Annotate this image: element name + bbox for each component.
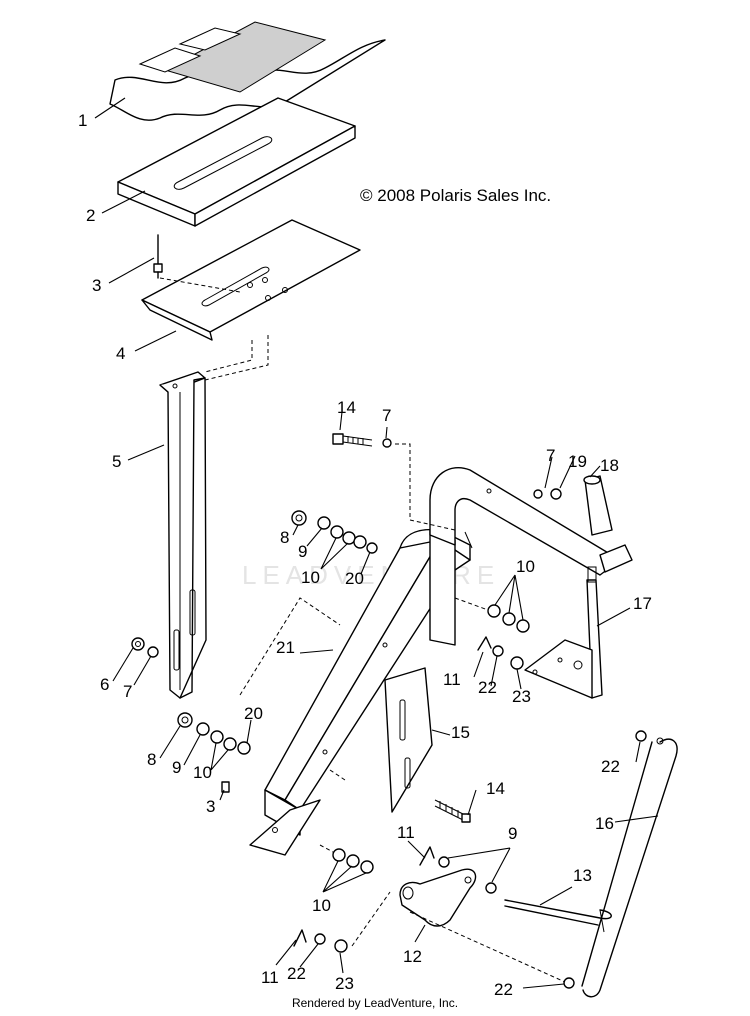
callout-17: 17 (633, 594, 652, 613)
part-2-pad (117, 97, 356, 227)
part-23-ring-right (510, 656, 524, 670)
part-23-ring-bottom (334, 939, 348, 953)
copyright-notice: © 2008 Polaris Sales Inc. (360, 186, 552, 205)
part-22-washer-bottom (314, 933, 326, 945)
callout-14-lower: 14 (486, 779, 505, 798)
callout-18: 18 (600, 456, 619, 475)
part-20-washer-upper (366, 542, 378, 554)
callout-7-left: 7 (123, 682, 132, 701)
callout-9-upper: 9 (298, 542, 307, 561)
callout-21: 21 (276, 638, 295, 657)
part-17-lever (524, 566, 603, 699)
callout-10-upper: 10 (301, 568, 320, 587)
callout-14-top: 14 (337, 398, 356, 417)
part-7-washer-top (533, 489, 543, 499)
callout-4: 4 (116, 344, 125, 363)
part-10-washers-right (454, 597, 530, 633)
callout-22-link-bottom: 22 (494, 980, 513, 999)
part-8-nut-upper (291, 510, 307, 526)
callout-3: 3 (92, 276, 101, 295)
part-5-brake-arm (159, 371, 207, 699)
callout-1: 1 (78, 111, 87, 130)
callout-22-link-top: 22 (601, 757, 620, 776)
part-9-washer-bottom-a (438, 856, 450, 868)
callout-12: 12 (403, 947, 422, 966)
part-15-bracket (384, 667, 433, 813)
part-1-floor-mat (109, 21, 386, 121)
part-22-washer-link-top (635, 730, 647, 742)
callout-3-lower: 3 (206, 797, 215, 816)
callout-8-lower: 8 (147, 750, 156, 769)
leader-lines (94, 97, 659, 989)
callout-23-bottom: 23 (335, 974, 354, 993)
part-11-pin-right (477, 636, 492, 651)
part-21-pedal-support (239, 528, 473, 856)
part-9-washer-bottom-b (485, 882, 497, 894)
frame-tube (429, 466, 633, 646)
part-12-arm (399, 868, 477, 927)
part-13-rod (504, 899, 612, 933)
part-3-screw (153, 234, 163, 279)
part-14-bolt-top (332, 433, 456, 531)
callout-22-bottom: 22 (287, 964, 306, 983)
callout-11-right: 11 (443, 670, 461, 689)
callout-11-bottom: 11 (261, 968, 279, 987)
part-19-nut (550, 488, 562, 500)
part-6-nut (131, 637, 145, 651)
callout-20-upper: 20 (345, 569, 364, 588)
part-8-nut-lower (177, 712, 193, 728)
part-4-pedal-plate (141, 219, 361, 381)
callout-8-upper: 8 (280, 528, 289, 547)
callout-10-bottom: 10 (312, 896, 331, 915)
part-7-washer (147, 646, 159, 658)
callout-7-top: 7 (382, 406, 391, 425)
callout-22-right: 22 (478, 678, 497, 697)
part-18-knob (583, 475, 613, 536)
callout-9-bottom: 9 (508, 824, 517, 843)
part-14-bolt-lower (434, 799, 471, 823)
part-10-washers-bottom (319, 844, 374, 874)
callout-7-right: 7 (546, 446, 555, 465)
callout-13: 13 (573, 866, 592, 885)
callout-20-lower: 20 (244, 704, 263, 723)
callout-10-right: 10 (516, 557, 535, 576)
callout-15: 15 (451, 723, 470, 742)
part-16-link (581, 737, 678, 998)
callout-11-mid: 11 (397, 823, 415, 842)
part-11-pin-bottom (293, 929, 307, 947)
callout-23-right: 23 (512, 687, 531, 706)
callouts: 1 2 3 4 5 6 7 14 7 7 19 18 8 9 10 20 10 … (78, 111, 652, 999)
part-10-washers-upper (330, 525, 367, 549)
part-9-washer-lower (196, 722, 210, 736)
callout-2: 2 (86, 206, 95, 225)
part-10-washers-lower (210, 730, 251, 755)
callout-10-lower: 10 (193, 763, 212, 782)
part-22-washer-link-bottom (563, 977, 575, 989)
part-9-washer-upper (317, 516, 331, 530)
callout-5: 5 (112, 452, 121, 471)
part-22-washer-right (492, 645, 504, 657)
callout-6: 6 (100, 675, 109, 694)
footer-credit: Rendered by LeadVenture, Inc. (291, 996, 459, 1010)
part-11-pin-bottom-mid (419, 846, 435, 866)
part-3-screw-lower (221, 781, 230, 793)
callout-9-lower: 9 (172, 758, 181, 777)
callout-16: 16 (595, 814, 614, 833)
callout-19: 19 (568, 452, 587, 471)
